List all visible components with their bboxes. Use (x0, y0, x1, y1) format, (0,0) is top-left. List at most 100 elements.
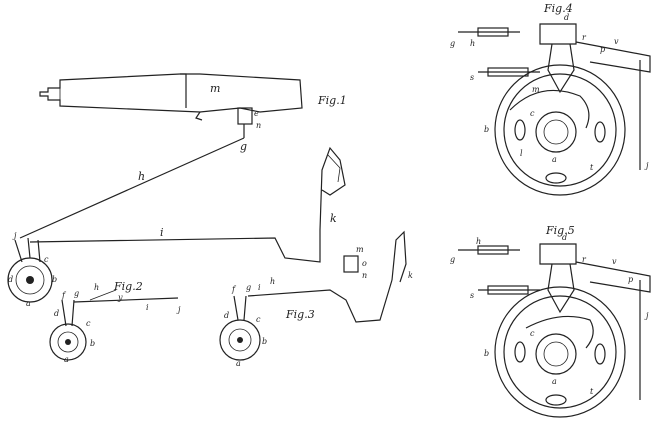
label-n: n (256, 121, 261, 130)
fig5-label-b: b (484, 349, 489, 358)
fig3-handle (391, 230, 407, 283)
fig4-wheel-outer (494, 64, 626, 196)
fig2-wheel-inner (57, 331, 79, 353)
fig3-label-m: m (356, 245, 364, 254)
fig3-label-d: d (224, 311, 229, 320)
fig2-label-y: y (117, 293, 123, 302)
fig4-label-p: p (600, 45, 605, 54)
fig4-hub (535, 111, 577, 153)
fig2-label-j: j (176, 305, 181, 314)
fig4-label-d: d (564, 13, 569, 22)
wire-h (19, 137, 245, 239)
fig2-label-b: b (90, 339, 95, 348)
fig4-slot-right (594, 121, 606, 143)
gun-barrel (39, 73, 303, 113)
label-d: d (8, 275, 13, 284)
fig3-label-f: f (231, 285, 237, 294)
label-e: e (254, 109, 259, 118)
barrel-sight (180, 73, 187, 108)
fig4-clamp (539, 23, 577, 45)
fig4-label-h: h (470, 39, 475, 48)
fig3-group: Fig.3 f g i h k m o n d c b a (219, 230, 413, 368)
fig5-thread-top (477, 245, 509, 255)
fig2-label-h: h (94, 283, 99, 292)
fig2-label-a: a (64, 355, 69, 364)
fig5-label-v: v (612, 257, 617, 266)
fig4-pawl (509, 89, 590, 129)
fig5-pawl (525, 315, 594, 349)
fig5-wheel-outer (494, 286, 626, 418)
fig5-title: Fig.5 (545, 224, 575, 237)
fig5-label-c: c (530, 329, 535, 338)
fig3-trigger (343, 255, 359, 273)
fig5-axle (543, 341, 569, 367)
fig4-label-v: v (614, 37, 619, 46)
fig1-hub (26, 276, 34, 284)
fig3-label-c: c (256, 315, 261, 324)
fig2-title: Fig.2 (113, 280, 143, 293)
fig2-label-f: f (61, 291, 67, 300)
fig5-label-t: t (590, 387, 594, 396)
fig4-label-g: g (450, 39, 455, 48)
fig5-label-a: a (552, 377, 557, 386)
fig5-hub (535, 333, 577, 375)
wire-i (29, 230, 321, 263)
fig3-wheel-inner (228, 328, 252, 352)
fig5-slot-right (594, 343, 606, 365)
fig5-clamp (539, 243, 577, 265)
fig5-label-d: d (562, 233, 567, 242)
fig2-label-i: i (146, 303, 149, 312)
fig1-group: Fig.1 m e n g h i k j c b d a (7, 73, 347, 308)
fig3-wheel (219, 319, 261, 361)
fig3-wire (247, 279, 393, 323)
fig4-title: Fig.4 (543, 2, 573, 15)
label-j: j (12, 231, 17, 240)
fig4-label-s: s (470, 73, 474, 82)
label-g: g (240, 140, 247, 153)
trigger-housing (237, 107, 253, 125)
fig2-label-c: c (86, 319, 91, 328)
fig3-label-h: h (270, 277, 275, 286)
fig3-label-o: o (362, 259, 367, 268)
fig2-hub (65, 339, 71, 345)
fig3-label-g: g (246, 283, 251, 292)
fig3-label-k: k (408, 271, 413, 280)
fig4-label-t: t (590, 163, 594, 172)
fig1-title: Fig.1 (317, 94, 347, 107)
fig2-spring (89, 289, 117, 301)
lamp-detail (327, 154, 341, 183)
label-c: c (44, 255, 49, 264)
fig5-link (547, 263, 575, 314)
fig2-label-g: g (74, 289, 79, 298)
fig2-levers (61, 299, 75, 327)
fig5-arm (575, 261, 651, 293)
fig4-thread-top (477, 27, 509, 37)
label-i: i (160, 226, 164, 239)
fig4-label-j: j (644, 161, 649, 170)
label-b: b (52, 275, 57, 284)
fig5-label-g: g (450, 255, 455, 264)
barrel-hook (195, 111, 203, 121)
fig3-label-n: n (362, 271, 367, 280)
fig4-label-m: m (532, 85, 540, 94)
fig4-group: Fig.4 g h d r p v s m c b a l t j (450, 2, 651, 196)
fig5-group: Fig.5 g h d r v p s c b a t j (450, 224, 651, 418)
fig4-axle (543, 119, 569, 145)
fig3-label-b: b (262, 337, 267, 346)
fig4-arm (575, 41, 651, 73)
fig5-wheel-rim (503, 295, 617, 409)
fig4-slot-left (514, 119, 526, 141)
fig5-label-p: p (628, 275, 633, 284)
fig3-title: Fig.3 (285, 308, 315, 321)
fig4-link (547, 43, 575, 94)
fig2-label-d: d (54, 309, 59, 318)
fig3-levers (233, 295, 247, 321)
fig2-wheel (49, 323, 87, 361)
fig2-group: Fig.2 f g h y i j c b d a (49, 280, 181, 364)
fig3-label-i: i (258, 283, 261, 292)
fig3-hub (237, 337, 243, 343)
fig5-label-r: r (582, 255, 587, 264)
fig4-thread-bottom (487, 67, 529, 77)
fig4-slot-bottom (545, 172, 567, 184)
